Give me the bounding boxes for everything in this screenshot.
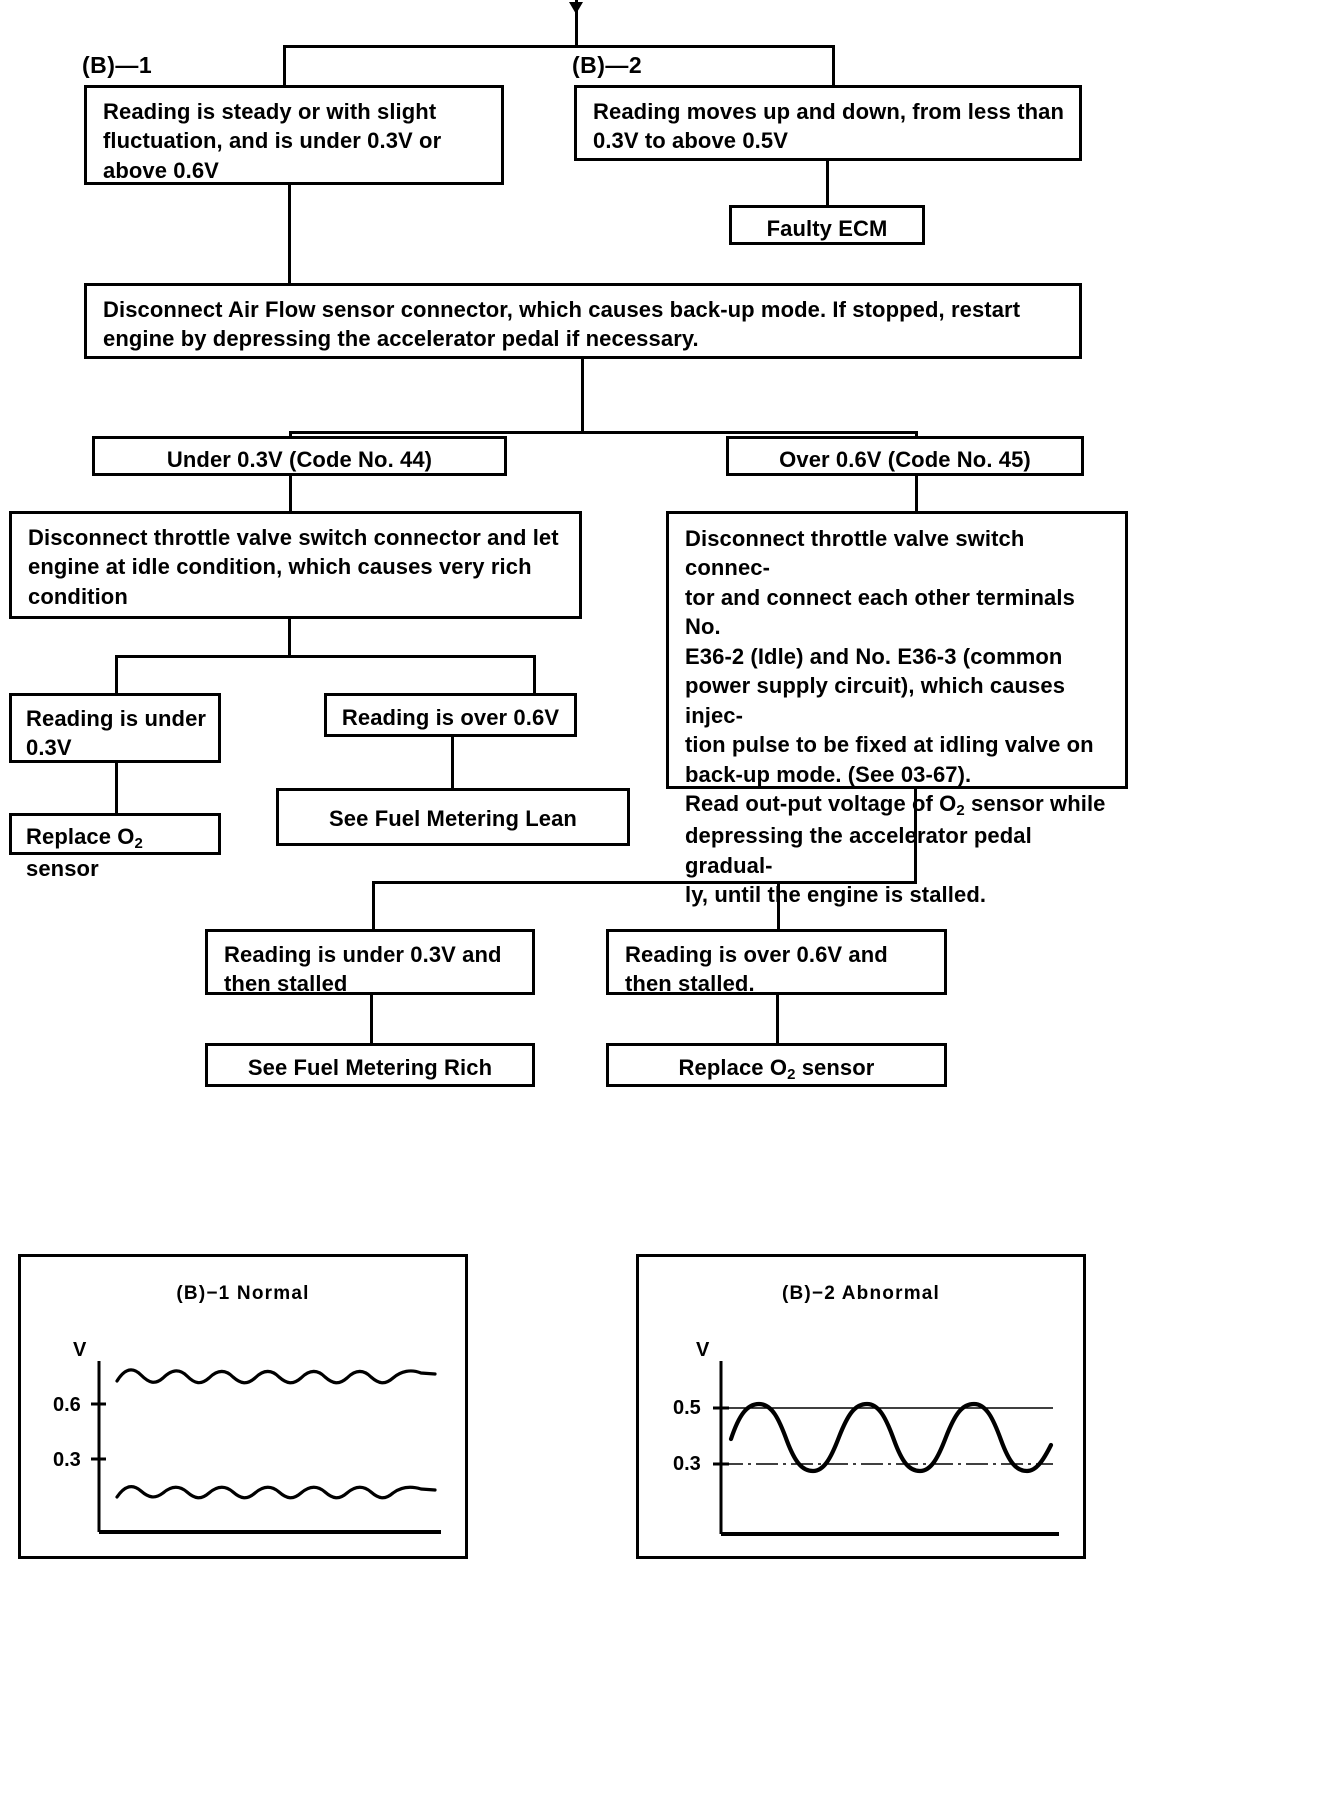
o2-label-b: sensor while bbox=[964, 791, 1106, 817]
replace-o2-2-b: sensor bbox=[795, 1055, 875, 1080]
top-split-left-drop bbox=[283, 45, 286, 85]
replace-o2-a: Replace O bbox=[26, 824, 135, 849]
node-b1-reading-text: Reading is steady or with slight fluctua… bbox=[103, 99, 442, 183]
waveform-panel-b2-abnormal: (B)−2 Abnormal V 0.5 0.3 bbox=[636, 1254, 1086, 1559]
branch-label-b2: (B)—2 bbox=[572, 52, 643, 78]
replace-o2-2-subscript: 2 bbox=[787, 1066, 796, 1084]
code44-to-throttle-left bbox=[289, 476, 292, 511]
node-see-fuel-lean: See Fuel Metering Lean bbox=[276, 788, 630, 846]
throttle-right-stem bbox=[914, 789, 917, 881]
axis-unit-b2: V bbox=[696, 1339, 710, 1361]
replace-o2-2-a: Replace O bbox=[678, 1055, 788, 1080]
under03-to-replace-line bbox=[115, 763, 118, 813]
node-replace-o2-left-text: Replace O2 sensor bbox=[26, 822, 208, 884]
node-code-44-text: Under 0.3V (Code No. 44) bbox=[166, 447, 433, 472]
node-disconnect-air-flow-text: Disconnect Air Flow sensor connector, wh… bbox=[103, 297, 1021, 352]
top-split-bar bbox=[283, 45, 835, 48]
node-reading-over-06: Reading is over 0.6V bbox=[324, 693, 577, 737]
airflow-split-bar bbox=[289, 431, 918, 434]
node-reading-under-03: Reading is under 0.3V bbox=[9, 693, 221, 763]
airflow-right-branch bbox=[915, 431, 918, 436]
node-faulty-ecm-text: Faulty ECM bbox=[766, 216, 888, 241]
node-throttle-left-text: Disconnect throttle valve switch connect… bbox=[28, 525, 559, 609]
node-b2-reading: Reading moves up and down, from less tha… bbox=[574, 85, 1082, 161]
node-reading-under-03-stalled: Reading is under 0.3V and then stalled bbox=[205, 929, 535, 996]
throttle-right-split-left-drop bbox=[372, 881, 375, 929]
axis-tick-b1-1: 0.3 bbox=[53, 1449, 81, 1471]
node-throttle-right-line-8: depressing the accelerator pedal gradual… bbox=[685, 823, 1032, 878]
node-throttle-right-line-4: power supply circuit), which causes inje… bbox=[685, 673, 1066, 728]
node-replace-o2-right-text: Replace O2 sensor bbox=[609, 1053, 944, 1085]
node-replace-o2-right: Replace O2 sensor bbox=[606, 1043, 947, 1087]
top-arrow-head bbox=[569, 2, 583, 14]
replace-o2-subscript: 2 bbox=[134, 835, 143, 853]
over06-stalled-to-replace bbox=[776, 995, 779, 1043]
node-b2-reading-text: Reading moves up and down, from less tha… bbox=[593, 99, 1065, 154]
node-reading-over-06-stalled-text: Reading is over 0.6V and then stalled. bbox=[625, 942, 888, 997]
waveform-graph-b1 bbox=[91, 1361, 441, 1534]
throttle-left-split-bar bbox=[115, 655, 536, 658]
o2-label-a: Read out-put voltage of O bbox=[685, 791, 957, 817]
replace-o2-b: sensor bbox=[26, 856, 99, 882]
throttle-right-split-right-drop bbox=[777, 881, 780, 929]
o2-subscript: 2 bbox=[956, 802, 965, 820]
node-throttle-right-line-5: tion pulse to be fixed at idling valve o… bbox=[685, 732, 1094, 758]
node-code-45: Over 0.6V (Code No. 45) bbox=[726, 436, 1084, 476]
node-throttle-right: Disconnect throttle valve switch connec-… bbox=[666, 511, 1128, 907]
node-see-fuel-lean-text: See Fuel Metering Lean bbox=[329, 806, 577, 831]
node-reading-over-06-stalled: Reading is over 0.6V and then stalled. bbox=[606, 929, 947, 996]
throttle-left-split-right-drop bbox=[533, 655, 536, 693]
node-reading-over-06-text: Reading is over 0.6V bbox=[341, 705, 560, 730]
node-see-fuel-rich-text: See Fuel Metering Rich bbox=[247, 1055, 493, 1080]
b2-to-ecm-line bbox=[826, 161, 829, 205]
axis-tick-b2-0: 0.5 bbox=[673, 1397, 701, 1419]
over06-to-lean-line bbox=[451, 737, 454, 788]
throttle-left-split-left-drop bbox=[115, 655, 118, 693]
axis-unit-b1: V bbox=[73, 1339, 87, 1361]
node-code-44: Under 0.3V (Code No. 44) bbox=[92, 436, 507, 476]
airflow-stem bbox=[581, 359, 584, 431]
throttle-right-split-bar bbox=[372, 881, 917, 884]
top-split-right-drop bbox=[832, 45, 835, 85]
b1-to-airflow-line bbox=[288, 185, 291, 283]
waveform-graph-b2 bbox=[713, 1361, 1059, 1536]
node-throttle-right-line-1: Disconnect throttle valve switch connec- bbox=[685, 526, 1025, 581]
waveform-title-b2: (B)−2 Abnormal bbox=[781, 1283, 941, 1304]
branch-label-b1: (B)—1 bbox=[82, 52, 153, 78]
node-code-45-text: Over 0.6V (Code No. 45) bbox=[779, 447, 1031, 472]
node-faulty-ecm: Faulty ECM bbox=[729, 205, 925, 245]
node-reading-under-03-text: Reading is under 0.3V bbox=[26, 706, 207, 761]
top-split-center-stem bbox=[575, 14, 578, 47]
under03-stalled-to-rich bbox=[370, 995, 373, 1043]
node-throttle-right-line-3: E36-2 (Idle) and No. E36-3 (common bbox=[685, 643, 1063, 669]
node-replace-o2-left: Replace O2 sensor bbox=[9, 813, 221, 881]
node-throttle-left: Disconnect throttle valve switch connect… bbox=[9, 511, 582, 619]
node-b1-reading: Reading is steady or with slight fluctua… bbox=[84, 85, 504, 185]
airflow-left-branch bbox=[289, 431, 292, 436]
waveform-panel-b1-normal: (B)−1 Normal V 0.6 0.3 bbox=[18, 1254, 468, 1559]
node-throttle-right-line-6: back-up mode. (See 03-67). bbox=[685, 761, 972, 787]
node-see-fuel-rich: See Fuel Metering Rich bbox=[205, 1043, 535, 1087]
axis-tick-b1-0: 0.6 bbox=[53, 1394, 81, 1416]
node-disconnect-air-flow: Disconnect Air Flow sensor connector, wh… bbox=[84, 283, 1082, 359]
axis-tick-b2-1: 0.3 bbox=[673, 1453, 701, 1475]
node-throttle-right-line-9: ly, until the engine is stalled. bbox=[685, 882, 987, 908]
waveform-title-b1: (B)−1 Normal bbox=[176, 1283, 310, 1304]
node-reading-under-03-stalled-text: Reading is under 0.3V and then stalled bbox=[224, 942, 502, 997]
node-throttle-right-line-2: tor and connect each other terminals No. bbox=[685, 584, 1075, 640]
node-throttle-right-line-7: Read out-put voltage of O2 sensor while bbox=[685, 789, 1113, 821]
code45-to-throttle-right bbox=[915, 476, 918, 511]
throttle-left-stem bbox=[288, 619, 291, 655]
